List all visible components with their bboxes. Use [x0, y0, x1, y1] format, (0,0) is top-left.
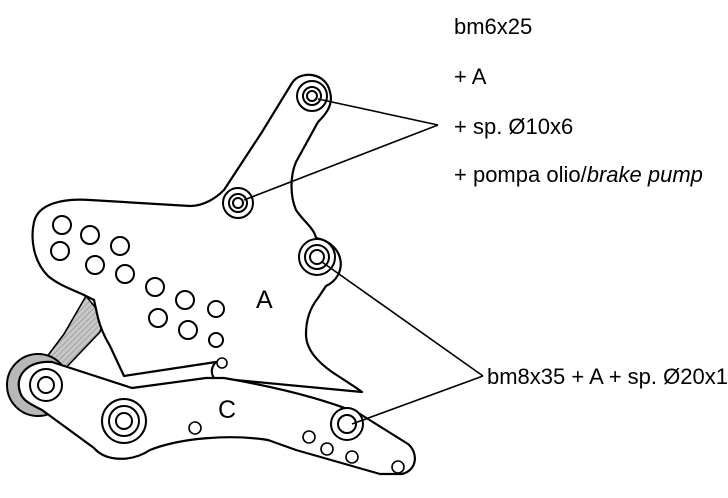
callout-top-line4: + pompa olio/brake pump — [454, 162, 703, 187]
footpeg-hole — [320, 442, 334, 456]
callout-top-line4-prefix: + pompa olio/ — [454, 162, 588, 187]
link-c-holes — [29, 368, 405, 474]
lightening-hole — [148, 308, 168, 328]
lightening-hole — [207, 300, 225, 318]
lightening-hole — [115, 264, 135, 284]
lightening-hole — [85, 255, 105, 275]
link-c-outline — [17, 360, 416, 476]
pivot-hole-left-inner — [37, 376, 55, 394]
part-label-c: C — [218, 396, 236, 424]
callout-top-line4-italic: brake pump — [587, 162, 703, 187]
footpeg-hole — [345, 450, 359, 464]
lightening-hole — [208, 332, 224, 348]
plate-a-outline — [31, 73, 364, 394]
lightening-hole — [216, 357, 228, 369]
lightening-hole — [175, 290, 195, 310]
pivot-hole-center-core — [115, 412, 133, 430]
lightening-hole — [50, 241, 70, 261]
plate-a-holes — [50, 80, 336, 369]
leader-lines — [243, 98, 484, 425]
lightening-hole — [178, 320, 198, 340]
leader-bottom-upper — [321, 261, 484, 377]
footpeg-hole — [302, 430, 316, 444]
small-hole — [188, 421, 202, 435]
pivot-hole-middle-core — [232, 197, 244, 209]
leader-bottom-lower — [351, 375, 484, 425]
callout-bottom: bm8x35 + A + sp. Ø20x15 — [487, 364, 728, 389]
lightening-hole — [145, 277, 165, 297]
callout-top-line1: bm6x25 — [454, 14, 532, 39]
callout-top-line2: + A — [454, 64, 487, 89]
pivot-hole-bottom-inner — [337, 414, 357, 434]
pivot-hole-right-core — [309, 249, 325, 265]
lightening-hole — [52, 215, 72, 235]
part-label-a: A — [256, 286, 273, 314]
footpeg-hole — [391, 460, 405, 474]
callout-top-line3: + sp. Ø10x6 — [454, 114, 573, 139]
leader-top-upper — [317, 98, 439, 126]
leader-top-lower — [243, 124, 439, 201]
lightening-hole — [110, 236, 130, 256]
callout-top: bm6x25 + A + sp. Ø10x6 + pompa olio/brak… — [454, 14, 703, 187]
lightening-hole — [80, 225, 100, 245]
pivot-hole-top-core — [306, 90, 318, 102]
